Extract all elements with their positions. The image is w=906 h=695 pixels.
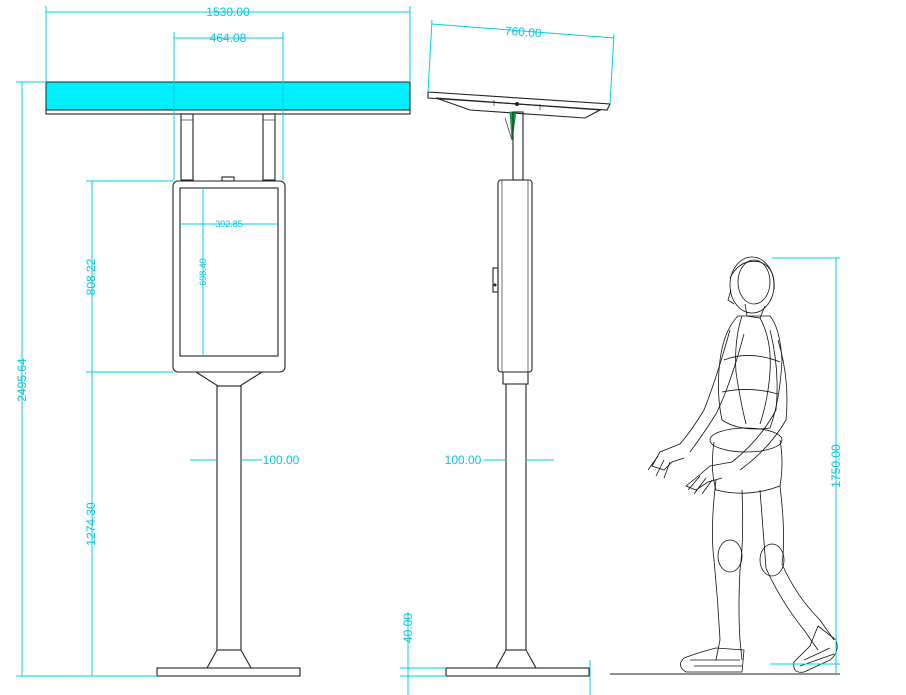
side-cabinet: [497, 179, 533, 373]
support-post-right: [262, 113, 276, 181]
support-post-left: [180, 113, 194, 181]
dim-screen-width: 392.85: [215, 219, 243, 229]
person-figure: [647, 256, 838, 673]
dim-cabinet-height: 808.22: [84, 258, 98, 295]
front-dimensions: 1530.00 464.08 392.85 698.40 808.22 1274…: [15, 5, 411, 677]
side-view: [427, 91, 611, 677]
dim-pole-height: 1274.30: [84, 502, 98, 546]
dim-pole-diameter-front: 100.00: [263, 453, 300, 467]
side-pole: [505, 383, 527, 651]
solar-panel: [45, 81, 411, 111]
side-base-plate: [445, 667, 590, 677]
roof-frame: [45, 109, 411, 115]
side-roof-panel: [427, 91, 611, 111]
pole: [216, 385, 242, 651]
dim-total-height: 2495.64: [15, 358, 29, 402]
display-cabinet: [172, 180, 286, 373]
dim-screen-height: 698.40: [198, 258, 208, 286]
dim-pole-spacing: 464.08: [210, 31, 247, 45]
dim-person-height: 1750.00: [829, 444, 843, 488]
front-view: [45, 81, 411, 677]
dim-base-thickness: 40.00: [401, 613, 415, 643]
person-dimensions: 1750.00: [770, 257, 843, 674]
side-dimensions: 760.00 100.00 40.00: [400, 19, 615, 695]
dim-pole-diameter-side: 100.00: [445, 453, 482, 467]
dim-roof-width: 1530.00: [206, 5, 250, 19]
dim-roof-depth: 760.00: [504, 24, 542, 41]
display-screen: [179, 187, 279, 357]
base-plate: [156, 667, 301, 677]
